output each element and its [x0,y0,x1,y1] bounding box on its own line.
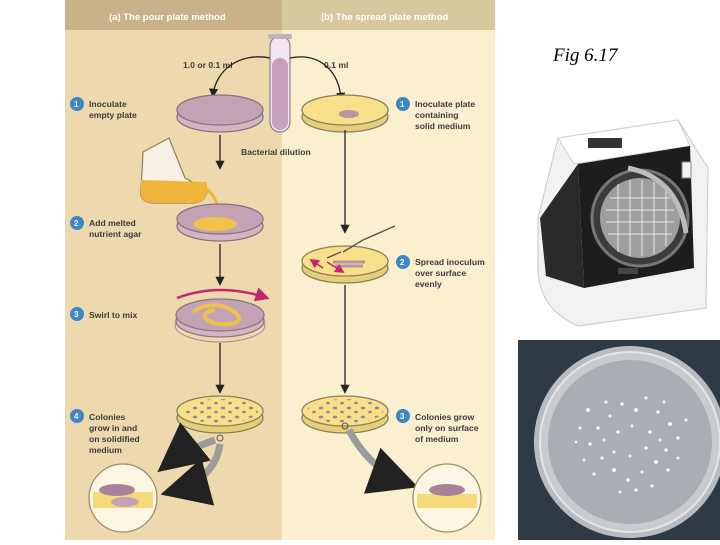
svg-text:medium: medium [89,445,122,455]
spread-zoom-arrow [345,428,419,494]
plate-method-figure: (a) The pour plate method (b) The spread… [65,0,495,540]
pour-step-4: 4 Colonies grow in and on solidified med… [70,409,140,455]
spread-pipette-arrow [289,56,346,102]
test-tube-icon [268,34,292,133]
spread-step-3: 3 Colonies grow only on surface of mediu… [396,409,479,444]
swirl-arrow-icon [176,287,270,302]
svg-text:empty plate: empty plate [89,110,137,120]
svg-text:Colonies grow: Colonies grow [415,412,475,422]
spread-header-bar [282,0,495,30]
pour-plate-empty [176,94,264,133]
svg-text:grow in and: grow in and [89,423,137,433]
pour-volume-label: 1.0 or 0.1 ml [183,60,233,70]
svg-text:Inoculate plate: Inoculate plate [415,99,475,109]
svg-text:of medium: of medium [415,434,459,444]
svg-text:1: 1 [400,100,405,109]
pour-step-1: 1 Inoculate empty plate [70,97,137,120]
svg-text:Swirl to mix: Swirl to mix [89,310,137,320]
pour-pipette-arrow [209,56,271,98]
colony-counter-photo [518,98,720,330]
svg-text:containing: containing [415,110,458,120]
spread-step-1: 1 Inoculate plate containing solid mediu… [396,97,475,131]
svg-text:Colonies: Colonies [89,412,126,422]
pour-zoom-arrow-right [160,443,224,506]
svg-text:3: 3 [400,412,405,421]
spread-header: (b) The spread plate method [321,12,448,23]
pour-plate-swirl [174,298,266,343]
spread-plate-spreading [301,225,396,284]
pour-header-bar [65,0,282,30]
spread-step-2: 2 Spread inoculum over surface evenly [396,255,485,289]
pour-plate-agar [176,203,264,242]
svg-text:Inoculate: Inoculate [89,99,127,109]
svg-text:Spread inoculum: Spread inoculum [415,257,485,267]
flask-icon [140,137,219,206]
svg-text:evenly: evenly [415,279,442,289]
svg-text:2: 2 [74,219,79,228]
svg-text:on solidified: on solidified [89,434,140,444]
spread-volume-label: 0.1 ml [324,60,348,70]
pour-step-2: 2 Add melted nutrient agar [70,216,142,239]
svg-text:solid medium: solid medium [415,121,471,131]
spread-plate-solid [301,94,389,133]
pour-cross-section [88,463,158,533]
pour-step-3: 3 Swirl to mix [70,307,137,321]
svg-text:only on surface: only on surface [415,423,479,433]
svg-text:4: 4 [74,412,79,421]
svg-text:over surface: over surface [415,268,466,278]
spread-plate-colonies [301,395,389,434]
spread-cross-section [412,463,482,533]
svg-text:3: 3 [74,310,79,319]
svg-text:Add melted: Add melted [89,218,136,228]
svg-text:2: 2 [400,258,405,267]
pour-header: (a) The pour plate method [109,12,226,23]
petri-dish-colonies-photo [518,340,720,540]
figure-caption: Fig 6.17 [553,45,618,66]
svg-text:1: 1 [74,100,79,109]
bacterial-dilution-label: Bacterial dilution [241,147,311,157]
svg-text:nutrient agar: nutrient agar [89,229,142,239]
